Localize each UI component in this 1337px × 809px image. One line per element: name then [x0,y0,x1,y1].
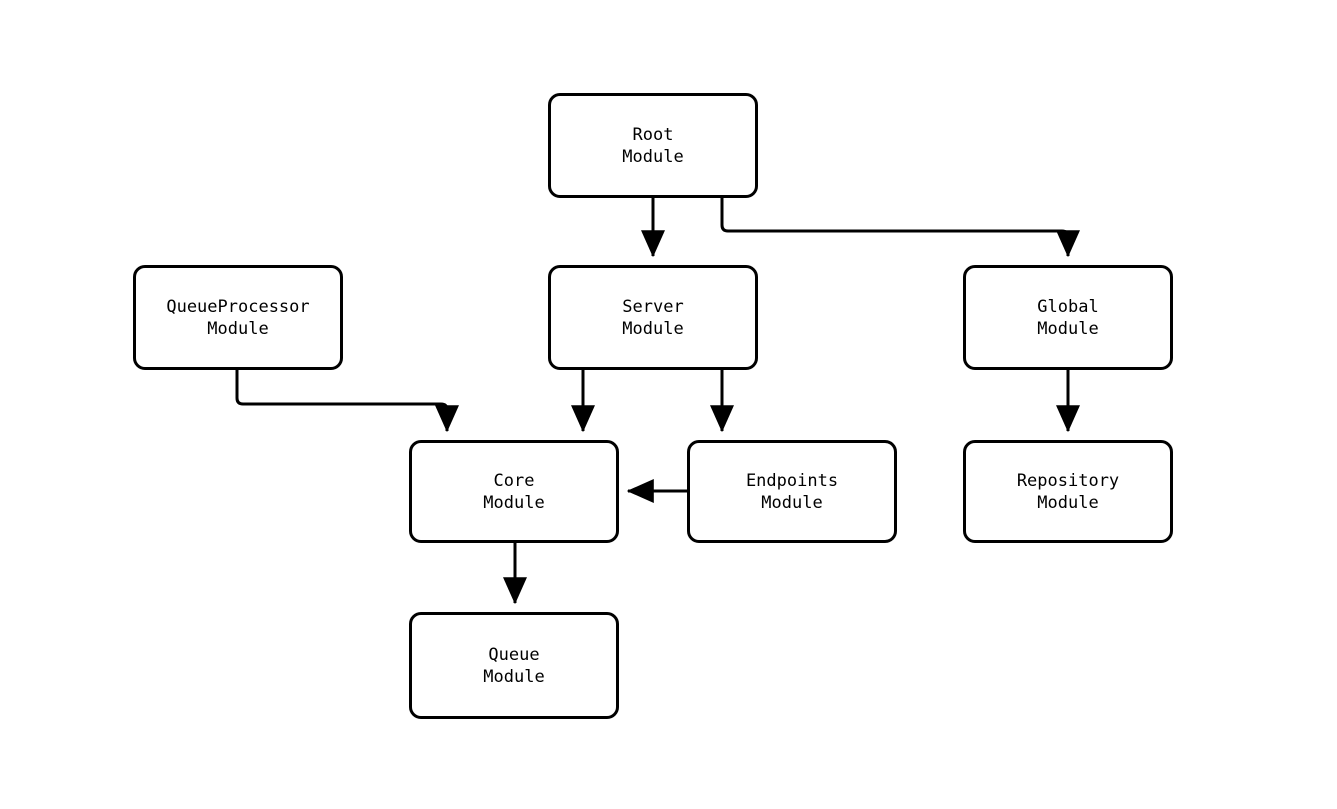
node-label-name: QueueProcessor [166,296,310,317]
node-label-suffix: Module [1037,492,1099,513]
node-label-suffix: Module [622,146,684,167]
node-label-name: Core [493,470,535,491]
node-label-suffix: Module [483,492,545,513]
node-label-name: Root [632,124,674,145]
edge-queueprocessor-to-core [235,370,459,433]
node-label-name: Queue [488,644,540,665]
node-label-name: Endpoints [745,470,839,491]
node-label-suffix: Module [1037,318,1099,339]
node-label-suffix: Module [622,318,684,339]
edge-root-to-global [720,198,1080,258]
node-label-suffix: Module [761,492,823,513]
node-label-suffix: Module [483,666,545,687]
node-label-name: Repository [1016,470,1120,491]
node-label-name: Server [622,296,684,317]
node-label-name: Global [1037,296,1099,317]
node-label-suffix: Module [207,318,269,339]
